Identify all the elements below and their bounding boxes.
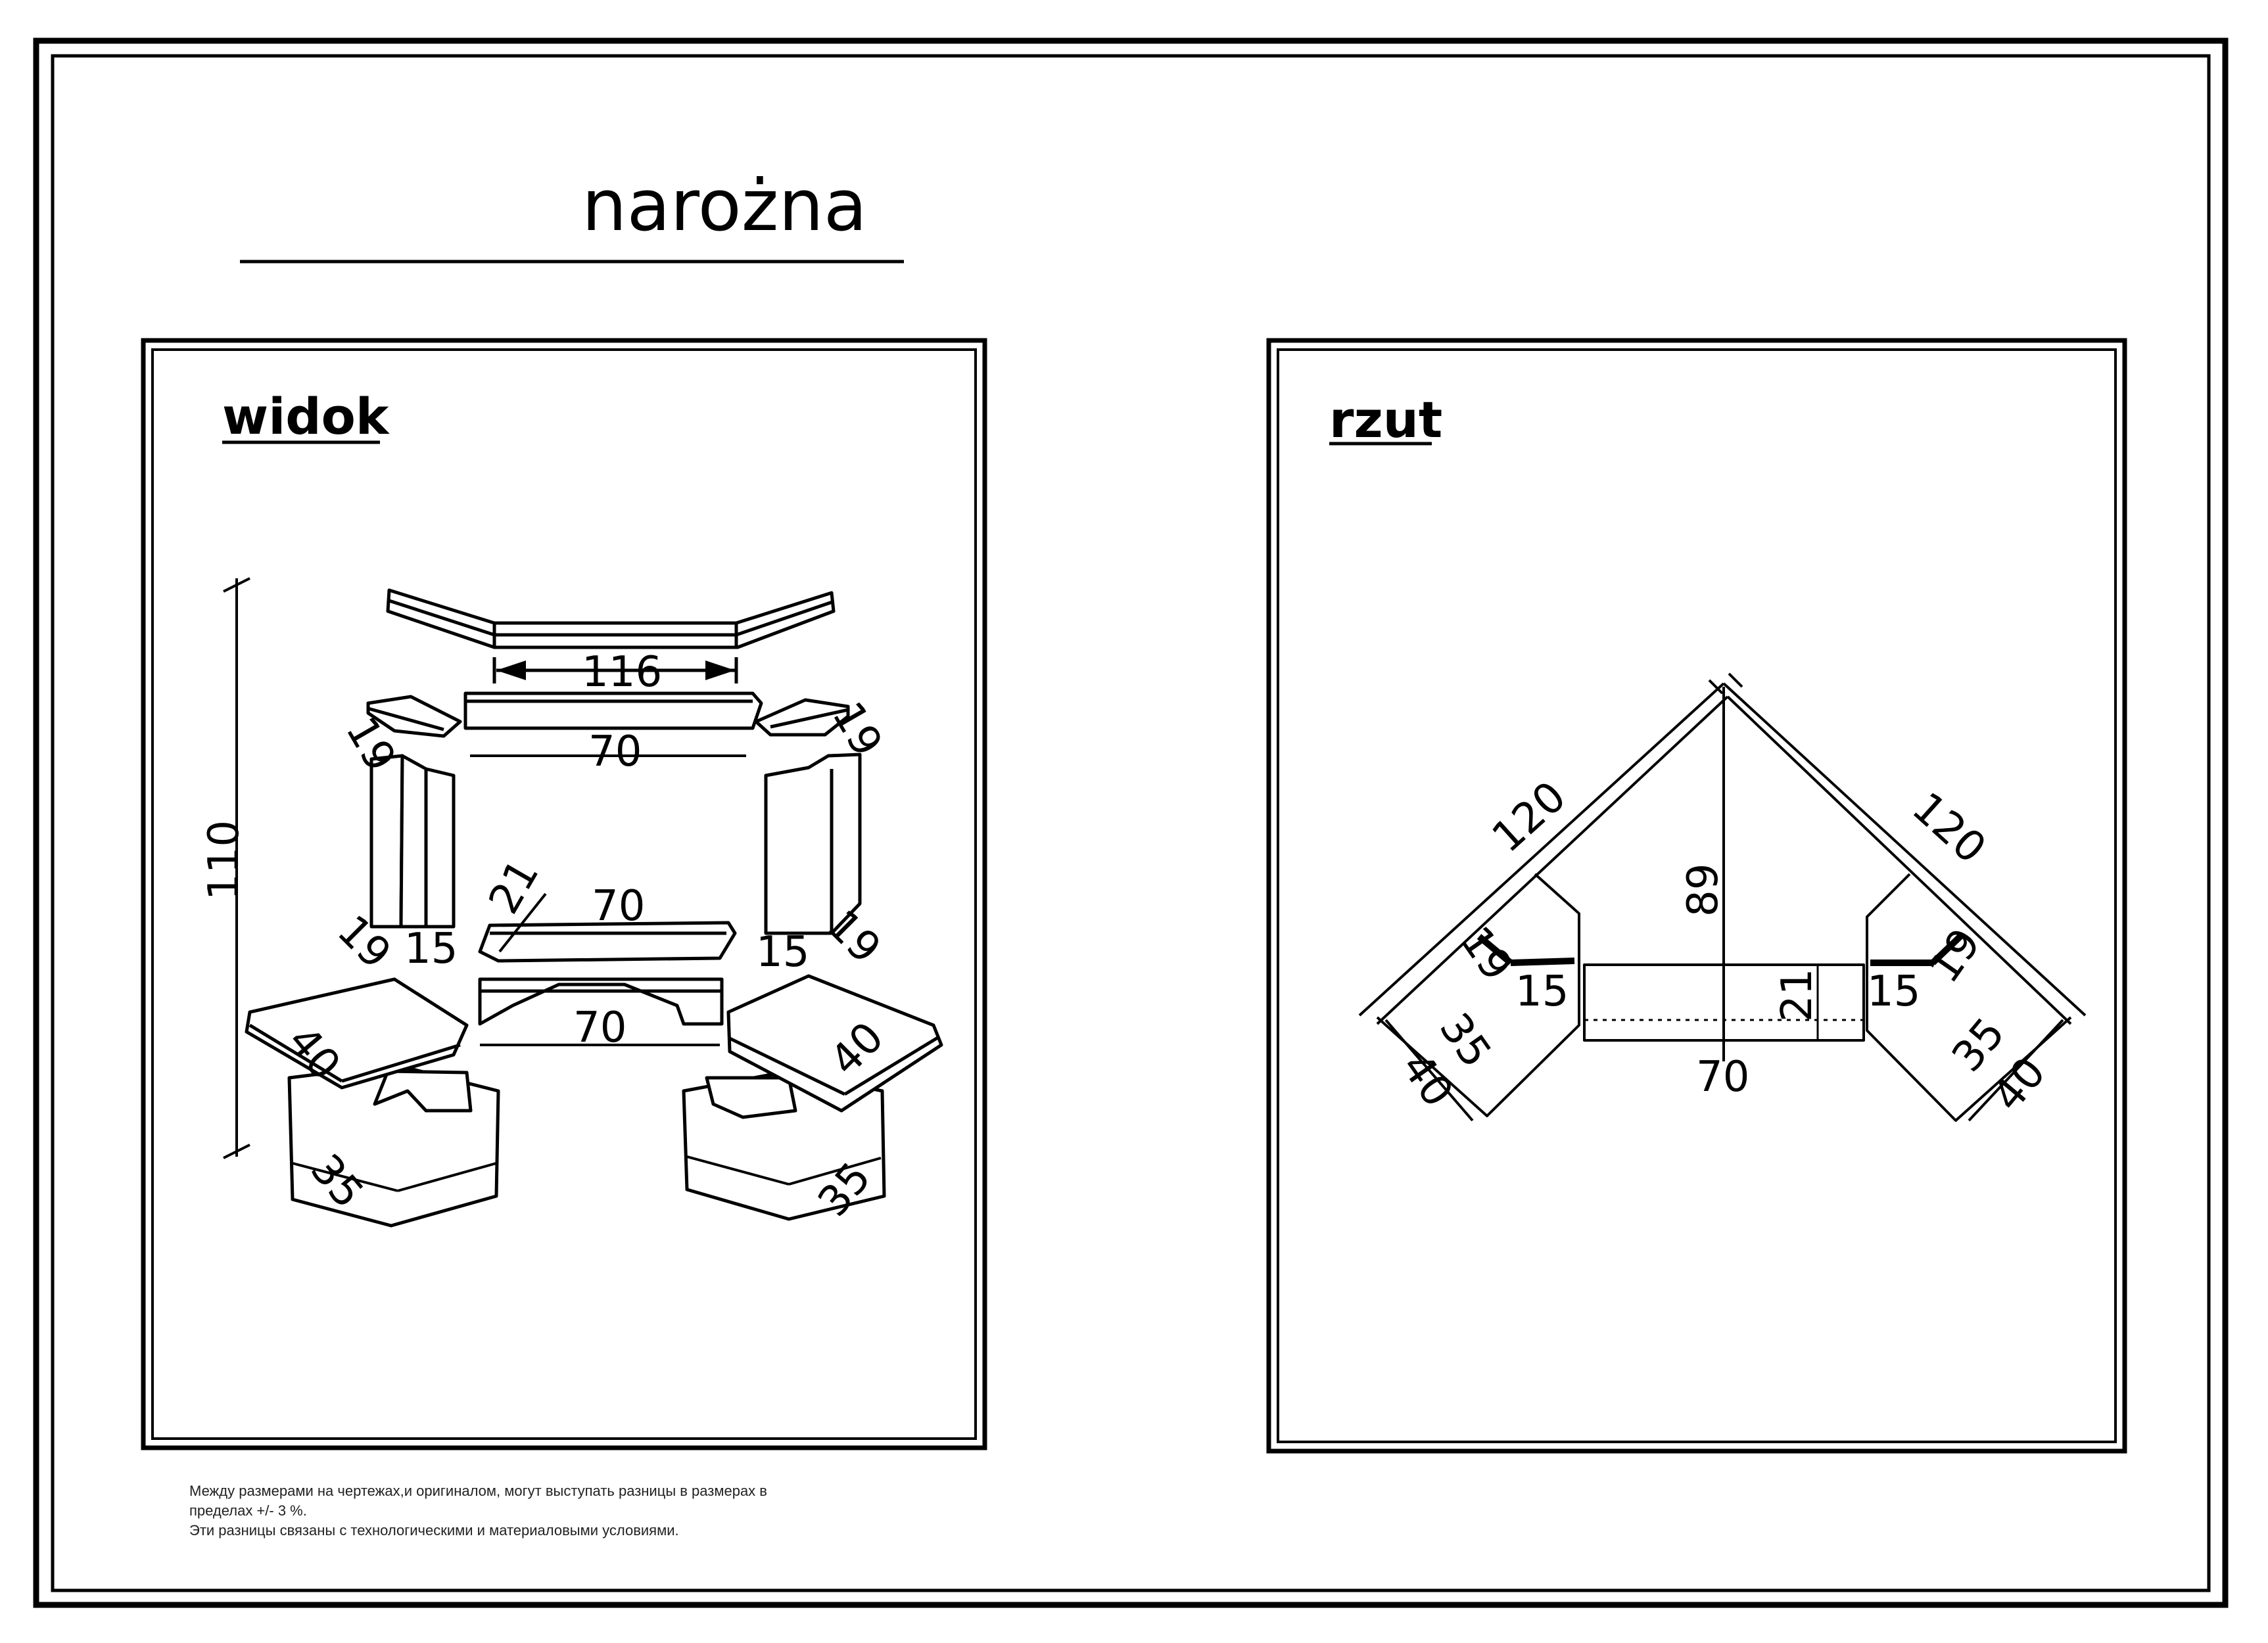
top-mantel (386, 588, 836, 649)
dim-front-width: 70 (1696, 1053, 1749, 1101)
dim-lintel: 70 (588, 728, 642, 776)
dim-depth: 89 (1679, 864, 1728, 917)
lintel-block (463, 691, 763, 757)
plan-outline (1358, 672, 2087, 1122)
height-dimension-line (223, 577, 250, 1159)
dim-arch-length: 70 (573, 1004, 626, 1052)
view-panel-frame (141, 338, 987, 1450)
dim-pillar-width-left: 15 (404, 925, 458, 973)
dim-middle-slab-depth: 21 (480, 851, 549, 922)
pillar-left (369, 754, 456, 929)
tolerance-note-line-3: Эти разницы связаны с технологическими и… (189, 1522, 679, 1539)
dim-front-depth: 21 (1773, 969, 1822, 1022)
dim-height: 110 (200, 820, 248, 900)
fireplace-parts-view (223, 577, 943, 1228)
base-left (245, 977, 500, 1228)
dim-top-span: 116 (582, 648, 662, 697)
tolerance-note: Между размерами на чертежах,и оригиналом… (189, 1481, 945, 1540)
arch-block (478, 977, 724, 1046)
outer-frame (33, 37, 2229, 1608)
dim-middle-slab-length: 70 (592, 882, 645, 931)
dim-inner-left-15: 15 (1515, 967, 1569, 1016)
view-panel-label: widok (222, 387, 390, 446)
tolerance-note-line-2: пределах +/- 3 %. (189, 1502, 307, 1519)
plan-panel-label: rzut (1329, 390, 1442, 449)
pillar-right (764, 752, 862, 935)
corner-cap-right (754, 698, 850, 737)
page-title: narożna (582, 165, 867, 247)
base-right (682, 974, 943, 1221)
middle-slab (478, 892, 737, 963)
top-span-arrow (492, 657, 738, 683)
plan-panel: rzut (1266, 338, 2127, 1454)
dim-pillar-width-right: 15 (756, 928, 809, 977)
dim-inner-right-19: 19 (1920, 920, 1990, 992)
corner-cap-left (366, 695, 462, 738)
view-panel: widok (141, 338, 987, 1450)
dim-inner-right-15: 15 (1867, 967, 1920, 1016)
dim-side-left: 120 (1483, 772, 1575, 862)
title-block: narożna (240, 165, 904, 264)
dim-inner-left-19: 19 (1451, 918, 1521, 990)
plan-panel-frame (1266, 338, 2127, 1454)
tolerance-note-line-1: Между размерами на чертежах,и оригиналом… (189, 1483, 767, 1499)
